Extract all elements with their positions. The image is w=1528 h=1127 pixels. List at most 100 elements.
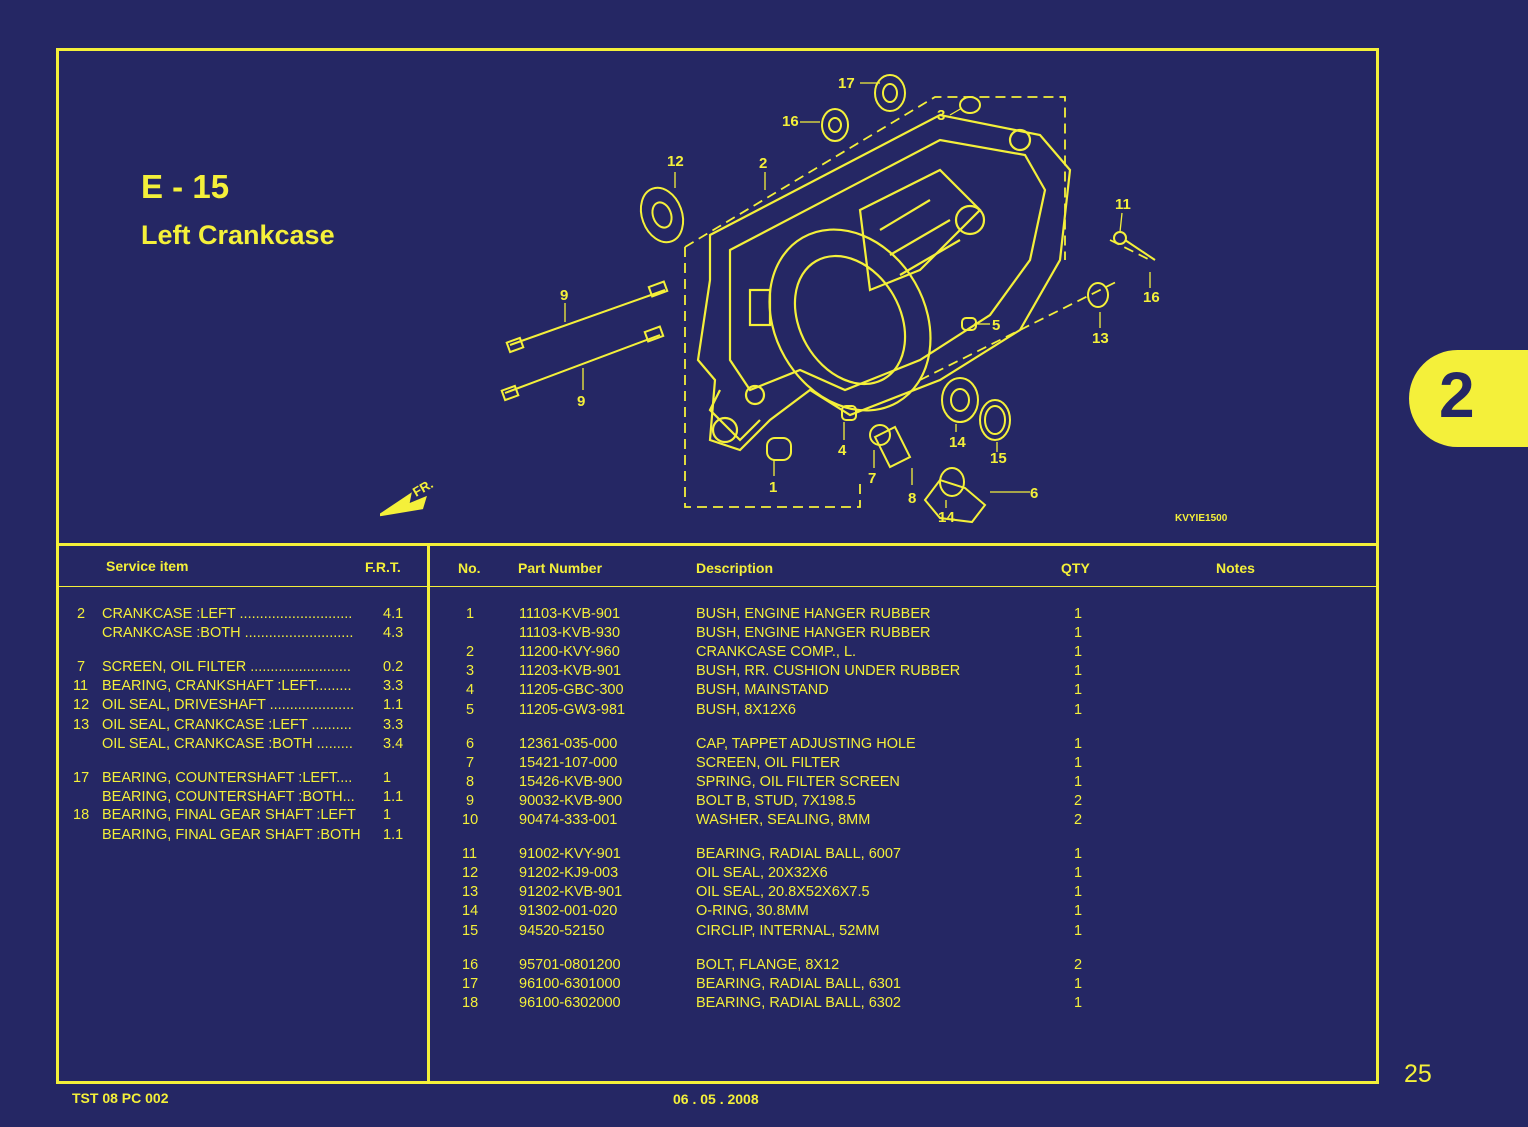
parts-row-description: BOLT B, STUD, 7X198.5 bbox=[696, 793, 856, 809]
parts-row-qty: 1 bbox=[1074, 865, 1083, 881]
notes-header: Notes bbox=[1216, 560, 1255, 576]
parts-row-part-number: 11200-KVY-960 bbox=[519, 644, 620, 660]
service-row-item: BEARING, COUNTERSHAFT :LEFT.... bbox=[102, 770, 353, 786]
stud-bolts bbox=[500, 280, 669, 402]
parts-row-part-number: 11103-KVB-930 bbox=[519, 625, 621, 641]
part-number-header: Part Number bbox=[518, 560, 603, 576]
callout-1: 1 bbox=[769, 479, 777, 496]
parts-row-no: 12 bbox=[462, 865, 479, 881]
parts-row-description: BEARING, RADIAL BALL, 6301 bbox=[696, 976, 901, 992]
parts-row-qty: 1 bbox=[1074, 755, 1083, 771]
callout-12: 13 bbox=[1092, 330, 1109, 347]
crankcase-body bbox=[696, 113, 1072, 452]
callout-10: 11 bbox=[1115, 196, 1131, 213]
callout-9b: 9 bbox=[577, 393, 585, 410]
no-header: No. bbox=[458, 560, 481, 576]
section-code: E - 15 bbox=[141, 168, 230, 205]
parts-row-part-number: 96100-6302000 bbox=[519, 995, 621, 1011]
parts-row-part-number: 90474-333-001 bbox=[519, 812, 618, 828]
parts-row-qty: 1 bbox=[1074, 682, 1083, 698]
service-row-no: 7 bbox=[77, 659, 86, 675]
service-row-item: BEARING, FINAL GEAR SHAFT :BOTH bbox=[102, 827, 361, 843]
parts-row-no: 5 bbox=[466, 702, 475, 718]
parts-row-description: WASHER, SEALING, 8MM bbox=[696, 812, 871, 828]
crankcase-exploded-diagram: 17 16 3 12 2 11 9 16 13 5 9 14 4 15 7 1 … bbox=[380, 74, 1228, 526]
parts-row-qty: 1 bbox=[1074, 606, 1083, 622]
parts-row-description: CIRCLIP, INTERNAL, 52MM bbox=[696, 923, 880, 939]
callout-labels: 17 16 3 12 2 11 9 16 13 5 9 14 4 15 7 1 … bbox=[410, 75, 1228, 526]
service-row-frt: 3.4 bbox=[383, 736, 404, 752]
service-row-item: SCREEN, OIL FILTER .....................… bbox=[102, 659, 351, 675]
chapter-tab-number: 2 bbox=[1439, 359, 1475, 431]
callout-7: 7 bbox=[868, 470, 876, 487]
service-row-frt: 1 bbox=[383, 807, 392, 823]
service-row-item: OIL SEAL, DRIVESHAFT ...................… bbox=[102, 697, 355, 713]
parts-row-description: BUSH, 8X12X6 bbox=[696, 702, 796, 718]
service-row-item: CRANKCASE :LEFT ........................… bbox=[102, 606, 353, 622]
service-row-no: 13 bbox=[73, 717, 90, 733]
page-number: 25 bbox=[1404, 1060, 1432, 1088]
service-row-frt: 4.1 bbox=[383, 606, 404, 622]
section-name: Left Crankcase bbox=[141, 220, 335, 250]
parts-row-description: BUSH, ENGINE HANGER RUBBER bbox=[696, 606, 931, 622]
parts-row-no: 18 bbox=[462, 995, 479, 1011]
chapter-tab[interactable]: 2 bbox=[1409, 350, 1528, 447]
service-row-no: 11 bbox=[73, 678, 89, 694]
bearings bbox=[639, 74, 1109, 497]
small-parts bbox=[766, 231, 1156, 524]
parts-row-qty: 1 bbox=[1074, 774, 1083, 790]
callout-18: 17 bbox=[838, 75, 855, 92]
parts-row-part-number: 15426-KVB-900 bbox=[519, 774, 623, 790]
service-row-frt: 1.1 bbox=[383, 827, 404, 843]
frt-header: F.R.T. bbox=[365, 559, 401, 575]
service-header-rule bbox=[58, 586, 427, 587]
parts-row-description: CRANKCASE COMP., L. bbox=[696, 644, 857, 660]
parts-row-no: 9 bbox=[466, 793, 475, 809]
parts-row-part-number: 90032-KVB-900 bbox=[519, 793, 623, 809]
parts-row-no: 17 bbox=[462, 976, 479, 992]
parts-row-no: 16 bbox=[462, 957, 479, 973]
parts-row-description: OIL SEAL, 20X32X6 bbox=[696, 865, 828, 881]
parts-row-part-number: 12361-035-000 bbox=[519, 736, 618, 752]
service-row-item: CRANKCASE :BOTH ........................… bbox=[102, 625, 354, 641]
parts-row-qty: 1 bbox=[1074, 702, 1083, 718]
callout-17: 16 bbox=[782, 113, 799, 130]
parts-row-part-number: 91002-KVY-901 bbox=[519, 846, 621, 862]
parts-row-qty: 1 bbox=[1074, 976, 1083, 992]
parts-row-no: 6 bbox=[466, 736, 475, 752]
service-row-item: OIL SEAL, CRANKCASE :BOTH ......... bbox=[102, 736, 353, 752]
callout-13: 14 bbox=[949, 434, 966, 451]
parts-row-no: 2 bbox=[466, 644, 475, 660]
service-row-no: 2 bbox=[77, 606, 86, 622]
service-row-frt: 3.3 bbox=[383, 717, 404, 733]
service-row-no: 18 bbox=[73, 807, 90, 823]
service-row-frt: 3.3 bbox=[383, 678, 404, 694]
front-arrow bbox=[380, 492, 427, 517]
footer-date: 06 . 05 . 2008 bbox=[673, 1091, 759, 1107]
parts-row-no: 13 bbox=[462, 884, 479, 900]
parts-row-part-number: 91302-001-020 bbox=[519, 903, 618, 919]
parts-row-description: OIL SEAL, 20.8X52X6X7.5 bbox=[696, 884, 870, 900]
parts-row-qty: 1 bbox=[1074, 663, 1083, 679]
callout-8: 8 bbox=[908, 490, 916, 507]
footer-doc-code: TST 08 PC 002 bbox=[72, 1090, 169, 1106]
parts-row-description: BEARING, RADIAL BALL, 6007 bbox=[696, 846, 901, 862]
parts-row-qty: 1 bbox=[1074, 625, 1083, 641]
parts-row-part-number: 91202-KJ9-003 bbox=[519, 865, 619, 881]
parts-row-qty: 1 bbox=[1074, 644, 1083, 660]
fr-label: FR. bbox=[410, 476, 436, 499]
parts-row-part-number: 11205-GW3-981 bbox=[519, 702, 626, 718]
callout-4: 4 bbox=[838, 442, 847, 459]
parts-row-no: 15 bbox=[462, 923, 479, 939]
parts-row-part-number: 94520-52150 bbox=[519, 923, 605, 939]
callout-2: 2 bbox=[759, 155, 767, 172]
parts-row-no: 3 bbox=[466, 663, 475, 679]
table-divider bbox=[427, 545, 430, 1084]
parts-row-no: 7 bbox=[466, 755, 475, 771]
parts-row-no: 8 bbox=[466, 774, 475, 790]
parts-row-description: BUSH, RR. CUSHION UNDER RUBBER bbox=[696, 663, 961, 679]
parts-row-part-number: 91202-KVB-901 bbox=[519, 884, 623, 900]
callout-5: 5 bbox=[992, 317, 1000, 334]
parts-row-qty: 1 bbox=[1074, 903, 1083, 919]
callout-3: 3 bbox=[937, 107, 945, 124]
